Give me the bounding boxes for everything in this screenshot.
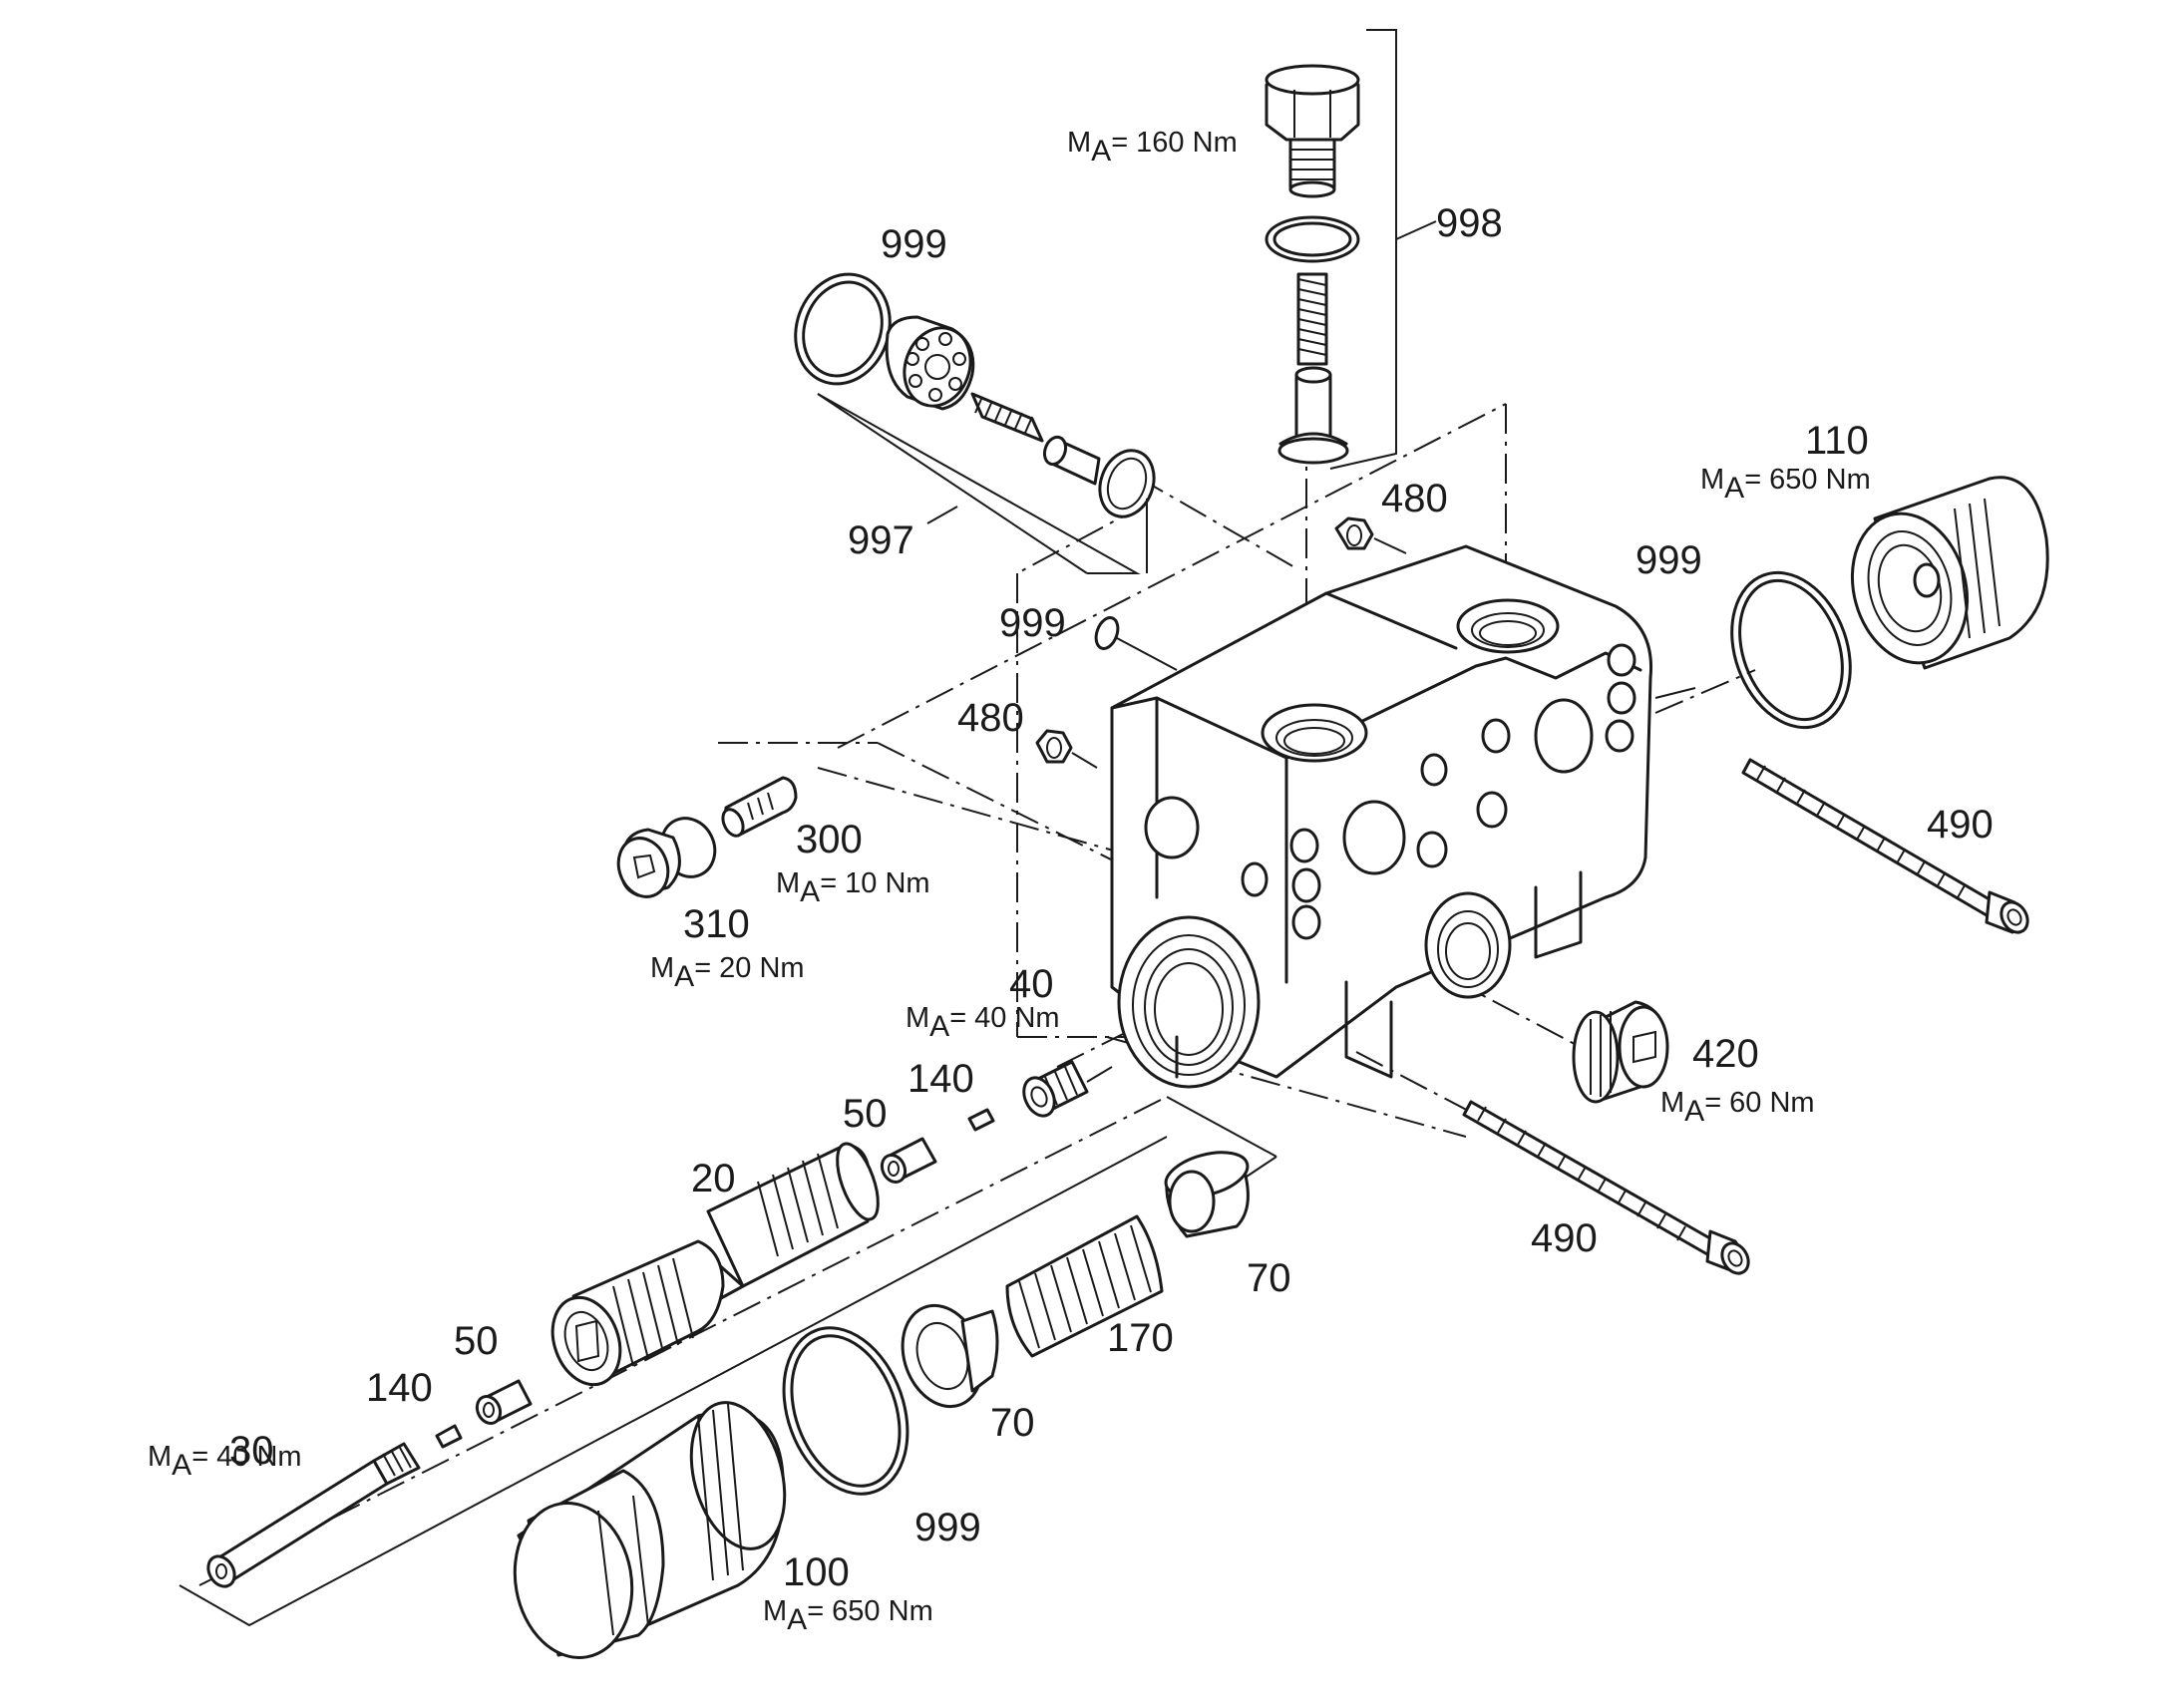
pin-140-lower <box>435 1424 463 1449</box>
torque-310: MA= 20 Nm <box>650 952 805 993</box>
plug-310 <box>616 817 717 898</box>
callout-999-right: 999 <box>1635 538 1702 582</box>
torque-30: MA= 40 Nm <box>148 1441 302 1482</box>
callout-170: 170 <box>1107 1316 1174 1360</box>
spool-20 <box>550 1142 880 1387</box>
torque-40: MA= 40 Nm <box>906 1002 1060 1043</box>
callout-30: 30 <box>229 1429 274 1473</box>
oring-999-bottom <box>782 1326 909 1496</box>
callout-70-lower: 70 <box>990 1401 1035 1445</box>
callout-420: 420 <box>1692 1032 1759 1076</box>
callout-490-lower: 490 <box>1531 1216 1598 1260</box>
screw-490-upper <box>1741 758 2029 934</box>
torque-998: MA= 160 Nm <box>1067 127 1238 168</box>
plug-420 <box>1572 1000 1669 1104</box>
sleeve-40 <box>1022 1060 1089 1118</box>
valve-body <box>1110 544 1653 1089</box>
callout-20: 20 <box>691 1157 736 1200</box>
plug-998 <box>1265 29 1437 470</box>
callout-999-top: 999 <box>881 222 947 266</box>
callout-140-lower: 140 <box>366 1366 433 1410</box>
nut-480-top <box>1334 516 1374 550</box>
insert-50-upper <box>880 1137 937 1185</box>
callout-999-small: 999 <box>999 601 1066 645</box>
plug-100 <box>513 1401 787 1659</box>
nut-480-left <box>1035 729 1073 764</box>
callout-50-lower: 50 <box>454 1319 499 1363</box>
pin-140-upper <box>967 1108 995 1132</box>
torque-420: MA= 60 Nm <box>1660 1087 1815 1128</box>
torque-110: MA= 650 Nm <box>1700 464 1871 505</box>
pin-30 <box>206 1442 421 1588</box>
callout-140-upper: 140 <box>908 1057 974 1101</box>
callout-999-bottom: 999 <box>914 1506 981 1549</box>
torque-labels: MA= 160 Nm MA= 650 Nm MA= 10 Nm MA= 20 N… <box>148 127 1871 1636</box>
oring-999-small <box>1094 616 1120 650</box>
assembly-997 <box>794 272 1156 574</box>
callout-110: 110 <box>1805 419 1869 463</box>
callout-labels: 998 999 997 480 999 480 110 999 490 300 … <box>229 201 1994 1594</box>
plug-110 <box>1730 476 2049 730</box>
callout-300: 300 <box>796 818 863 861</box>
callout-490-upper: 490 <box>1927 803 1994 847</box>
leader-lines <box>179 537 1696 1627</box>
callout-997: 997 <box>848 518 914 562</box>
callout-50-upper: 50 <box>843 1092 888 1136</box>
screw-490-lower <box>1462 1100 1750 1275</box>
callout-480-left: 480 <box>957 696 1024 740</box>
callout-480-top: 480 <box>1381 477 1448 520</box>
spring-170 <box>1005 1214 1164 1358</box>
callout-310: 310 <box>683 902 750 946</box>
callout-100: 100 <box>783 1550 850 1594</box>
callout-70-upper: 70 <box>1247 1256 1291 1300</box>
plug-300 <box>721 776 798 838</box>
torque-300: MA= 10 Nm <box>776 867 930 908</box>
callout-40: 40 <box>1009 962 1054 1006</box>
callout-998: 998 <box>1436 201 1503 245</box>
insert-50-lower <box>475 1379 533 1426</box>
seat-70-lower <box>901 1303 999 1409</box>
torque-100: MA= 650 Nm <box>763 1595 933 1636</box>
seat-70-upper <box>1164 1151 1250 1238</box>
